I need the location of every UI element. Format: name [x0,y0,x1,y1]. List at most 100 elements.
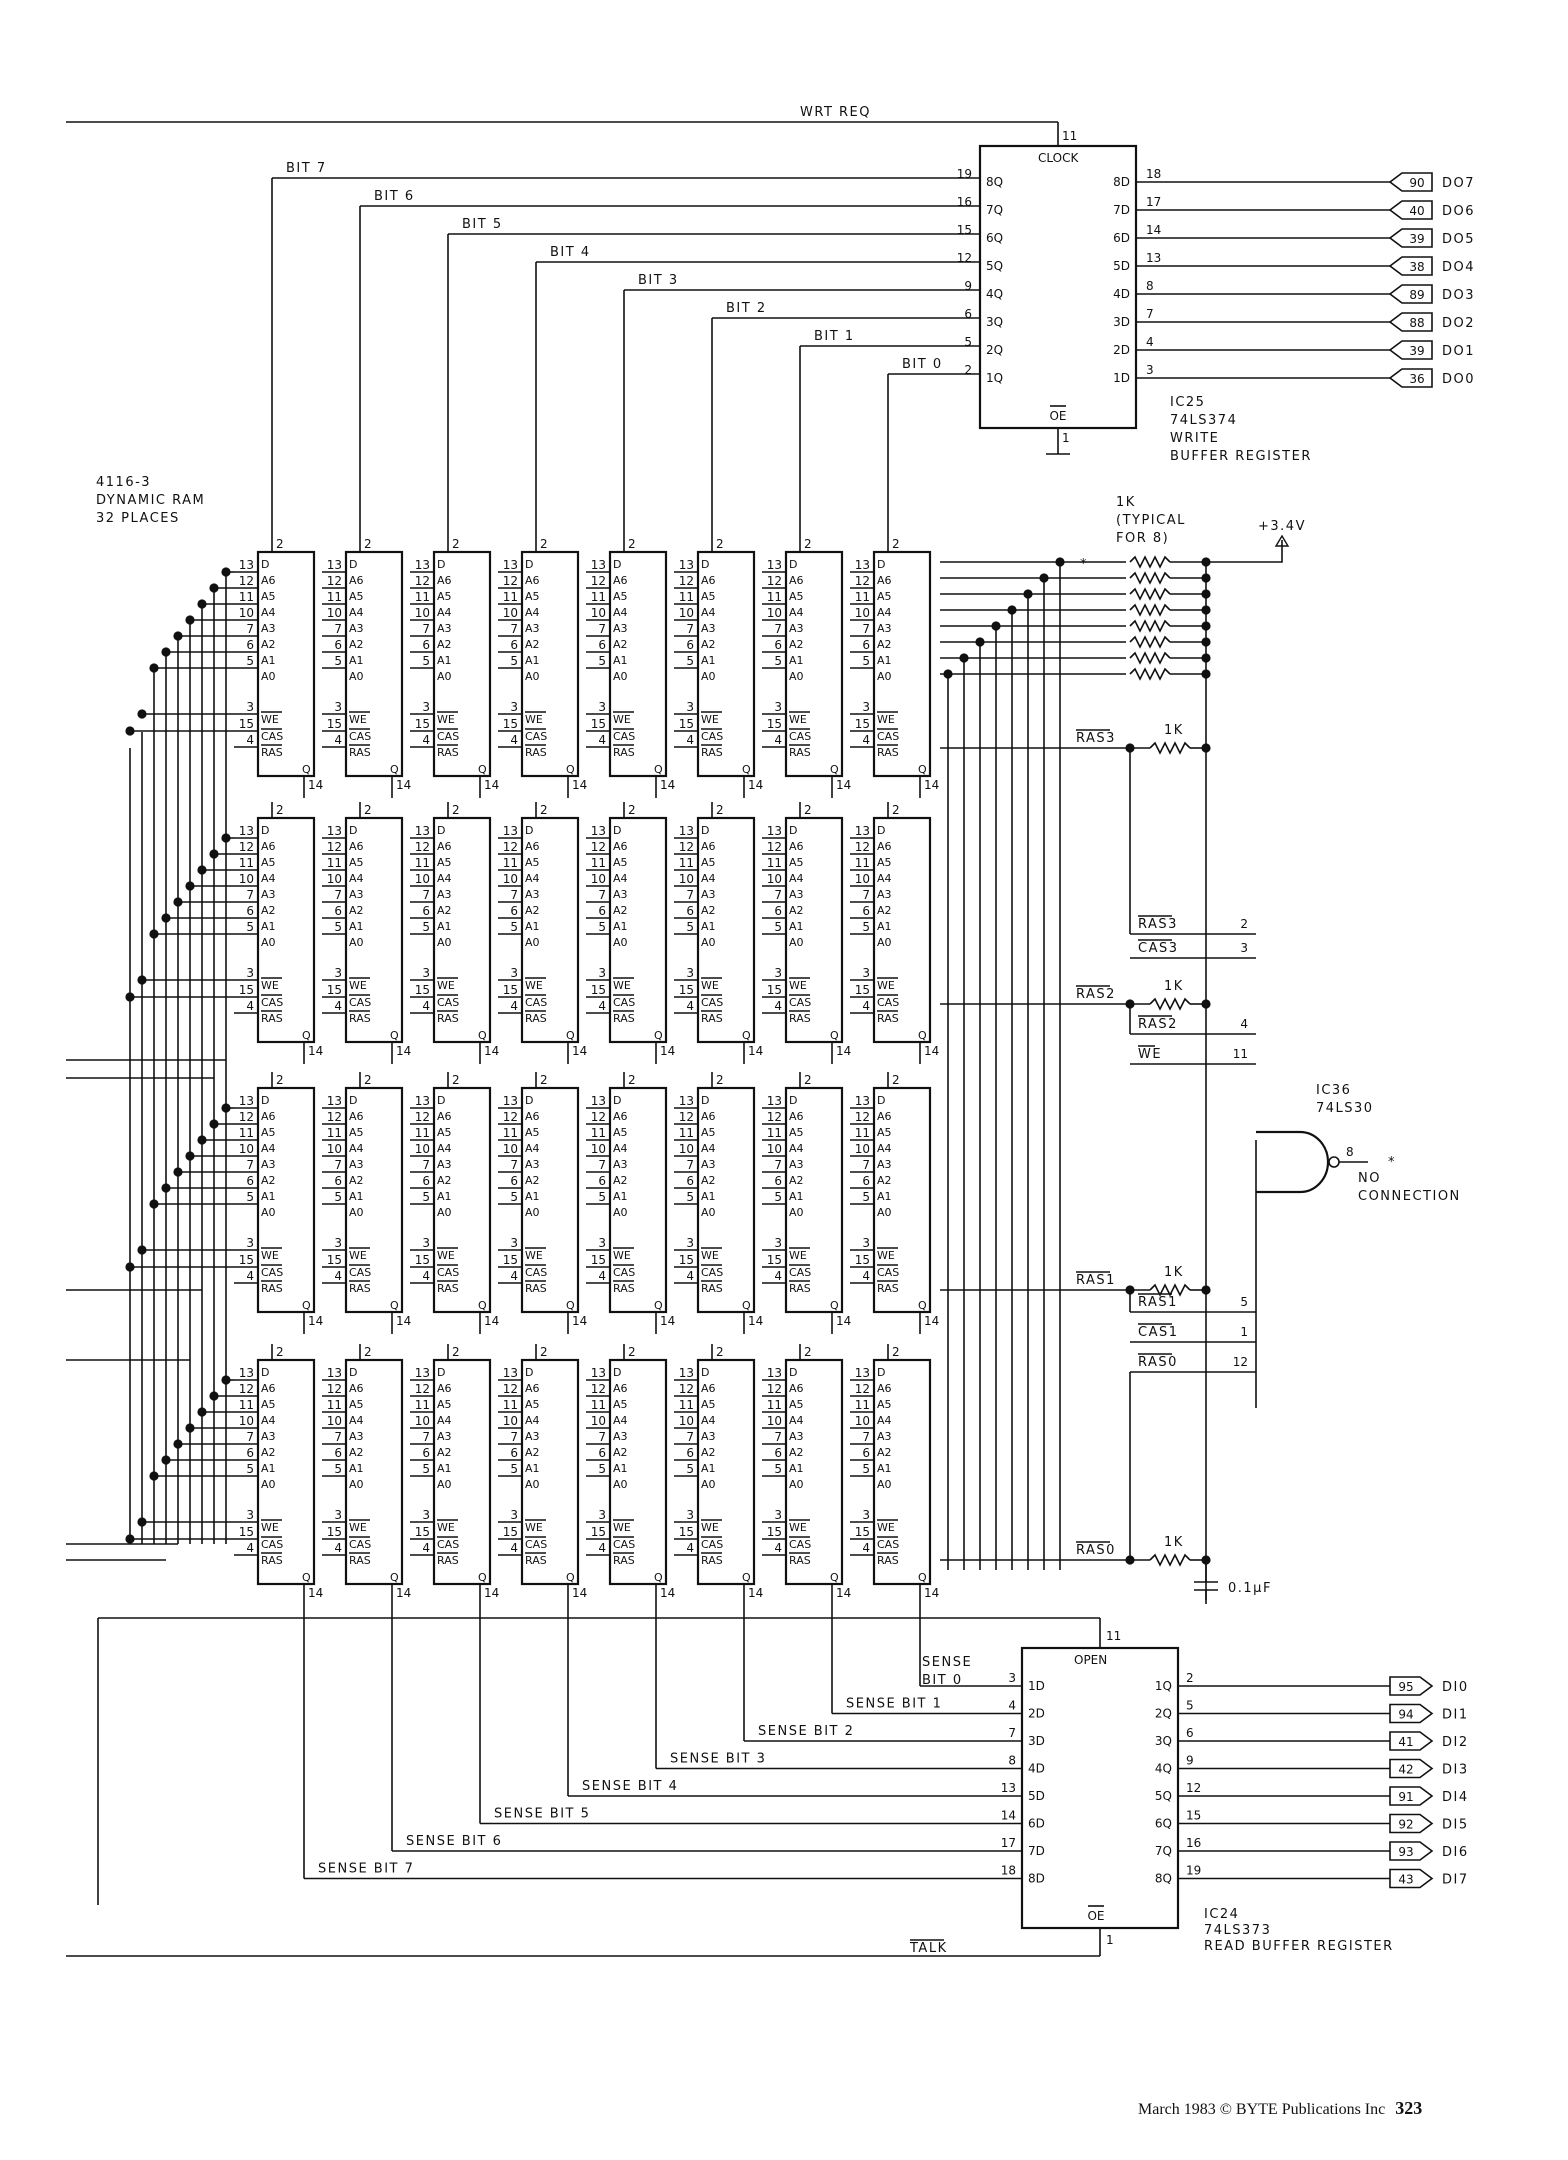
pin-number: 4 [1240,1017,1248,1031]
chip-label: A1 [789,1462,804,1475]
chip-label: D [437,558,445,571]
pin-number: 7 [686,622,694,636]
chip-label: RAS [349,1554,371,1567]
chip-label: A2 [437,1174,452,1187]
chip-label: A0 [261,1206,276,1219]
pin-number: 4 [246,733,254,747]
junction-dot [975,637,985,647]
data-in-label: DI7 [1442,1873,1469,1888]
ram-chip-body [344,550,404,778]
pin-number: 14 [308,778,323,792]
chip-label: A0 [701,936,716,949]
ram-title: 32 PLACES [96,511,180,526]
ram-chip: DA6A5A4A3A2A1A0WECASRASQ2141312111076531… [674,1072,763,1328]
chip-label: A3 [437,888,452,901]
nand-input-label: WE [1138,1047,1162,1062]
pin-number: 6 [862,1446,870,1460]
chip-label: A1 [437,920,452,933]
pullup-note: FOR 8) [1116,531,1169,546]
chip-label: A2 [437,1446,452,1459]
supply-line [1206,540,1283,563]
chip-label: CAS [701,1266,723,1279]
reg-pin-label: 2D [1113,343,1130,357]
chip-label: RAS [261,746,283,759]
bit-label: BIT 2 [726,301,767,316]
pin-number: 4 [422,1541,430,1555]
chip-label: A6 [613,574,628,587]
pin-number: 3 [774,1508,782,1522]
pin-number: 2 [276,1073,284,1087]
pin-number: 14 [308,1044,323,1058]
pin-number: 13 [679,558,694,572]
reg-pin-label: 3D [1028,1734,1045,1748]
talk-label: TALK [909,1941,948,1956]
pin-number: 3 [422,1508,430,1522]
chip-label: A1 [613,1190,628,1203]
footnote-star: * [1080,557,1088,572]
ram-chip-body [608,816,668,1044]
pin-number: 15 [1186,1809,1201,1823]
bit-label: BIT 5 [462,217,503,232]
pin-number: 15 [591,717,606,731]
chip-label: A2 [525,638,540,651]
chip-label: A5 [789,590,804,603]
pin-number: 10 [327,1414,342,1428]
chip-label: D [613,1094,621,1107]
pin-number: 13 [591,558,606,572]
chip-label: A6 [613,1110,628,1123]
chip-label: Q [478,1029,487,1042]
chip-label: Q [566,1029,575,1042]
chip-label: A6 [877,574,892,587]
ram-chip: DA6A5A4A3A2A1A0WECASRASQ2141312111076531… [762,1072,851,1328]
chip-label: A4 [701,1142,716,1155]
connector [1389,1703,1434,1724]
chip-label: D [525,1094,533,1107]
chip-label: CAS [525,730,547,743]
pin-number: 6 [510,904,518,918]
chip-label: A4 [349,1142,364,1155]
pin-number: 5 [334,654,342,668]
chip-label: CAS [349,1266,371,1279]
chip-label: A1 [261,654,276,667]
chip-label: A2 [877,638,892,651]
pin-number: 15 [239,1253,254,1267]
pin-number: 4 [686,1269,694,1283]
chip-label: A0 [437,670,452,683]
chip-label: A3 [613,1158,628,1171]
chip-label: A3 [789,622,804,635]
junction-dot [991,621,1001,631]
chip-label: D [349,1094,357,1107]
connector [1388,228,1433,248]
pin-number: 10 [239,606,254,620]
chip-label: Q [742,1029,751,1042]
chip-label: WE [437,1521,455,1534]
chip-label: A0 [613,1478,628,1491]
chip-label: A4 [437,872,452,885]
chip-label: A0 [525,1478,540,1491]
pin-number: 15 [767,1525,782,1539]
reg-pin-label: 1D [1113,371,1130,385]
chip-label: D [701,824,709,837]
pin-number: 12 [327,574,342,588]
open-label: OPEN [1074,1653,1107,1667]
chip-label: D [701,558,709,571]
pin-number: 2 [804,1073,812,1087]
pin-number: 12 [679,840,694,854]
pin-number: 3 [686,1236,694,1250]
chip-label: A1 [525,1190,540,1203]
chip-label: Q [830,1029,839,1042]
pin-number: 3 [510,700,518,714]
pin-number: 2 [452,537,460,551]
pullup-label: 1K [1116,495,1136,510]
pin-number: 12 [415,1382,430,1396]
chip-label: A4 [789,872,804,885]
pin-number: 15 [957,223,972,237]
chip-label: A3 [701,888,716,901]
pin-number: 6 [334,904,342,918]
pin-number: 7 [774,1158,782,1172]
pin-number: 4 [598,1541,606,1555]
chip-label: A5 [789,856,804,869]
pin-number: 13 [239,558,254,572]
chip-label: A5 [613,590,628,603]
